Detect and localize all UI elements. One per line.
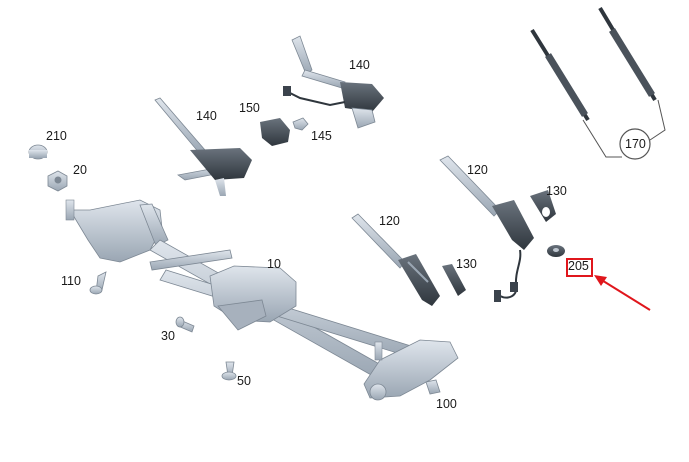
callout-100: 100 bbox=[436, 397, 457, 411]
callout-140-right: 140 bbox=[349, 58, 370, 72]
callout-205: 205 bbox=[568, 259, 589, 273]
callout-circle bbox=[619, 128, 651, 160]
bolt-110 bbox=[89, 271, 107, 295]
wiper-arm-120-center bbox=[351, 213, 440, 306]
callout-30: 30 bbox=[161, 329, 175, 343]
callout-120-center: 120 bbox=[379, 214, 400, 228]
callout-210: 210 bbox=[46, 129, 67, 143]
wiper-arm-120-right bbox=[439, 155, 534, 302]
callout-170: 170 bbox=[625, 137, 646, 151]
callout-130-right: 130 bbox=[546, 184, 567, 198]
callout-110: 110 bbox=[61, 274, 81, 288]
wiper-linkage-10 bbox=[65, 199, 459, 401]
cover-150 bbox=[260, 118, 290, 146]
screw-30 bbox=[175, 316, 195, 333]
arrowhead-icon bbox=[594, 275, 607, 286]
callout-145: 145 bbox=[311, 129, 332, 143]
callout-150: 150 bbox=[239, 101, 260, 115]
bushing-100 bbox=[425, 379, 441, 395]
clip-145 bbox=[292, 117, 309, 131]
cap-210 bbox=[28, 144, 48, 160]
nut-20 bbox=[47, 170, 68, 192]
wiper-arm-140-right bbox=[283, 35, 384, 129]
arm-cap-130-right bbox=[530, 190, 556, 222]
washer-205 bbox=[547, 245, 565, 257]
highlight-205 bbox=[566, 258, 651, 311]
callout-120-right: 120 bbox=[467, 163, 488, 177]
callout-130-center: 130 bbox=[456, 257, 477, 271]
arm-cap-130-center bbox=[442, 264, 466, 296]
callout-140-left: 140 bbox=[196, 109, 217, 123]
screw-50 bbox=[221, 361, 237, 381]
highlight-box bbox=[566, 258, 593, 277]
callout-50: 50 bbox=[237, 374, 251, 388]
red-arrow bbox=[599, 278, 651, 311]
callout-10: 10 bbox=[267, 257, 281, 271]
gas-strut-pair bbox=[530, 6, 666, 160]
callout-20: 20 bbox=[73, 163, 87, 177]
wiper-arm-140-left bbox=[154, 97, 252, 196]
